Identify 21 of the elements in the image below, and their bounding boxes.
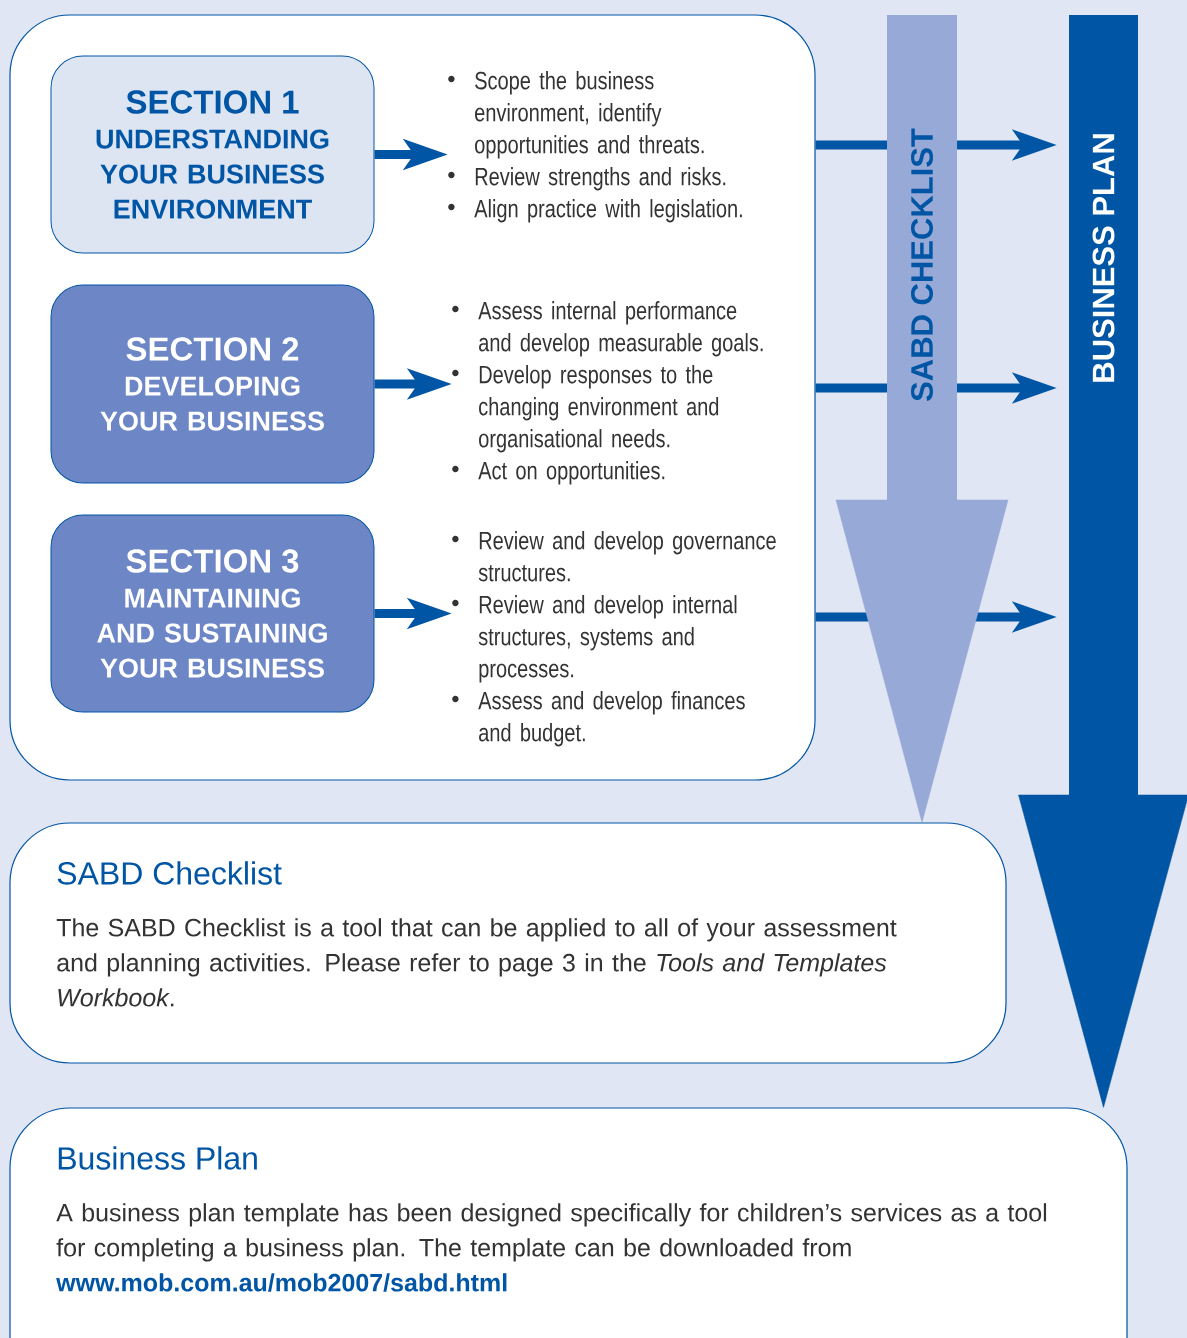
bullet-item: Scope the business environment, identify opportunities and threats. <box>448 71 704 159</box>
section-box: SECTION 3 MAINTAINING AND SUSTAINING YOUR BUSINESS <box>50 514 375 713</box>
body-text: The SABD Checklist is a tool that can be applied to all of your assessment and planning activities. Please refer to page 3 in the Tools and Templates Workbook. <box>56 918 897 1007</box>
bullet-item: Review and develop governance structures. <box>452 531 776 582</box>
bullet-item: Assess and develop finances and budget. <box>452 691 745 747</box>
arrow-head <box>835 499 1009 823</box>
box-heading: SABD Checklist <box>57 861 282 885</box>
bullet-item: Develop responses to the changing environment and organisational needs. <box>452 365 719 453</box>
node-label: SABD CHECKLIST <box>911 128 933 402</box>
box-heading: Business Plan <box>58 1146 257 1170</box>
web-link: www.mob.com.au/mob2007/sabd.html <box>56 1273 507 1292</box>
bullet-item: Align practice with legislation. <box>448 199 742 223</box>
bullet-item: Assess internal performance and develop measurable goals. <box>452 301 763 357</box>
section-box: SECTION 1 UNDERSTANDING YOUR BUSINESS ENVIRONMENT <box>50 55 375 254</box>
body-text: A business plan template has been designed specifically for children’s services as a tool for completing a business plan. The template can be downloaded from <box>56 1203 1047 1262</box>
bullet-item: Review and develop internal structures, systems and processes. <box>452 595 737 683</box>
arrow-head <box>1018 794 1187 1108</box>
node-label: BUSINESS PLAN <box>1092 134 1115 382</box>
section-box: SECTION 2 DEVELOPING YOUR BUSINESS <box>50 284 375 484</box>
bullet-item: Review strengths and risks. <box>448 167 726 191</box>
bullet-item: Act on opportunities. <box>452 461 665 485</box>
